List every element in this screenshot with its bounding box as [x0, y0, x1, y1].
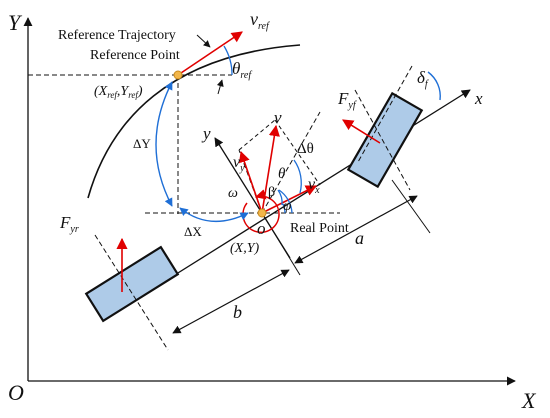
vref-label: vref: [250, 9, 270, 32]
v-parallelogram-b: [274, 119, 321, 186]
front-wheel-heading: [357, 65, 413, 163]
global-x-label: X: [521, 388, 537, 413]
reference-point: [173, 70, 183, 80]
real-point: [257, 208, 267, 218]
delta-y-arc: [155, 81, 173, 207]
rear-axle-line: [94, 234, 169, 351]
reference-point-label: Reference Point: [90, 48, 180, 63]
vehicle-y-label: y: [201, 124, 211, 143]
delta-f-arc: [427, 71, 441, 101]
v-label: v: [274, 108, 282, 127]
fyr-label: Fyr: [59, 213, 79, 235]
dimension-a-label: a: [355, 228, 364, 248]
vehicle-x-axis: [129, 89, 471, 304]
theta-arc: [278, 189, 293, 214]
global-y-label: Y: [8, 10, 23, 35]
delta-theta-label: Δθ: [297, 141, 314, 157]
reference-trajectory-curve: [87, 44, 301, 199]
origin-label: O: [8, 380, 24, 405]
ref-coords-label: (Xref,Yref): [94, 84, 143, 100]
delta-f-label: δf: [417, 68, 429, 90]
theta-ref-marker-top: [196, 34, 211, 48]
delta-x-label: ΔX: [184, 224, 202, 239]
real-coords-label: (X,Y): [230, 241, 260, 256]
reference-trajectory-label: Reference Trajectory: [58, 28, 176, 43]
vx-label: vx: [308, 176, 320, 196]
theta-ref-label: θref: [232, 59, 252, 81]
vref-arrow: [177, 31, 243, 76]
dimension-b: [172, 269, 290, 334]
theta-label: θ: [278, 166, 286, 182]
dimension-a: [294, 195, 418, 264]
delta-y-label: ΔY: [133, 136, 151, 151]
vx-arrow: [261, 185, 318, 214]
theta-ref-arc: [223, 45, 233, 76]
delta-theta-arc: [293, 159, 302, 194]
delta-x-arc: [179, 207, 249, 223]
rear-wheel: [84, 245, 180, 323]
real-point-label: Real Point: [290, 221, 349, 236]
beta-arc: [277, 189, 283, 206]
fyf-label: Fyf: [337, 89, 357, 111]
vy-arrow: [238, 150, 263, 214]
beta-label: β: [268, 185, 275, 200]
a-ext-left: [261, 212, 301, 276]
vehicle-x-label: x: [474, 89, 483, 108]
front-axle-line: [354, 89, 411, 191]
front-wheel: [346, 91, 424, 189]
theta-ref-marker-bottom: [216, 79, 224, 95]
dimension-b-label: b: [233, 302, 242, 322]
fyf-arrow: [342, 119, 381, 144]
o-label: o: [257, 219, 266, 238]
heading-guide: [261, 111, 321, 214]
phi-arc: [282, 203, 286, 214]
v-parallelogram-a: [238, 119, 276, 151]
phi-label: φ: [283, 198, 291, 214]
omega-label: ω: [228, 186, 238, 201]
